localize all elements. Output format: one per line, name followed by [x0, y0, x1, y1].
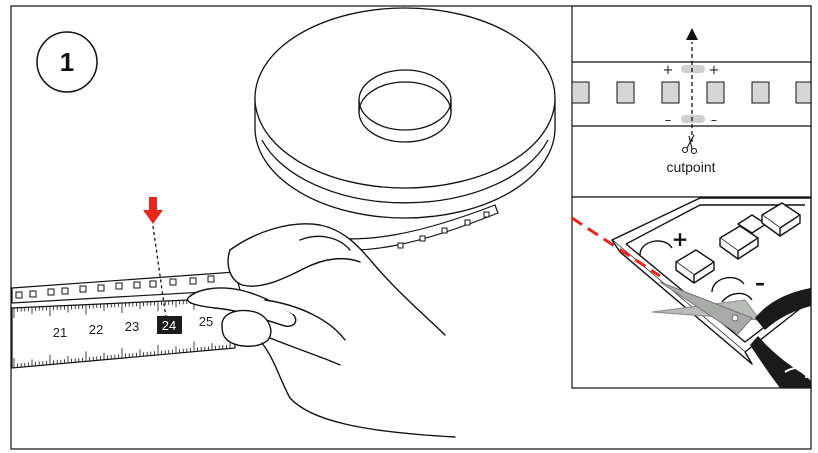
board-minus-sign: – — [755, 271, 765, 295]
ruler-label-21: 21 — [53, 325, 67, 340]
red-arrow-icon — [143, 197, 163, 224]
pad-minus-right: – — [711, 113, 718, 128]
step-number: 1 — [60, 47, 74, 77]
cutpoint-detail-panel: + + – – cutpoint — [571, 5, 812, 198]
ruler-label-23: 23 — [125, 319, 139, 334]
step-badge — [36, 31, 98, 93]
pad-top — [681, 65, 705, 73]
pad-minus-left: – — [665, 113, 672, 128]
tape-reel — [254, 7, 556, 219]
board-plus-sign: + — [672, 227, 689, 251]
hand-illustration — [186, 223, 456, 438]
measuring-ruler: 21 22 23 24 25 — [11, 297, 236, 369]
main-panel: 1 — [11, 7, 556, 438]
red-cut-line — [572, 216, 661, 278]
ruler-ticks-top — [13, 298, 231, 318]
pad-plus-left: + — [663, 63, 674, 78]
scissors-icon — [681, 134, 698, 155]
ruler-label-22: 22 — [89, 322, 103, 337]
led-strip-on-ruler — [11, 271, 241, 304]
arrow-up-icon — [686, 28, 698, 40]
ruler-label-24-highlighted: 24 — [162, 318, 176, 333]
scissors-blades-icon — [651, 281, 811, 388]
cutpoint-label: cutpoint — [666, 159, 715, 175]
ruler-label-25: 25 — [199, 314, 213, 329]
cut-position-marker — [143, 197, 167, 319]
pad-plus-right: + — [709, 63, 720, 78]
ruler-highlight-box — [157, 316, 182, 334]
detail-led-chips — [571, 81, 812, 104]
cutting-detail-panel: + – — [571, 196, 812, 389]
ruler-ticks-bottom — [13, 338, 231, 368]
pad-bottom — [681, 115, 705, 123]
